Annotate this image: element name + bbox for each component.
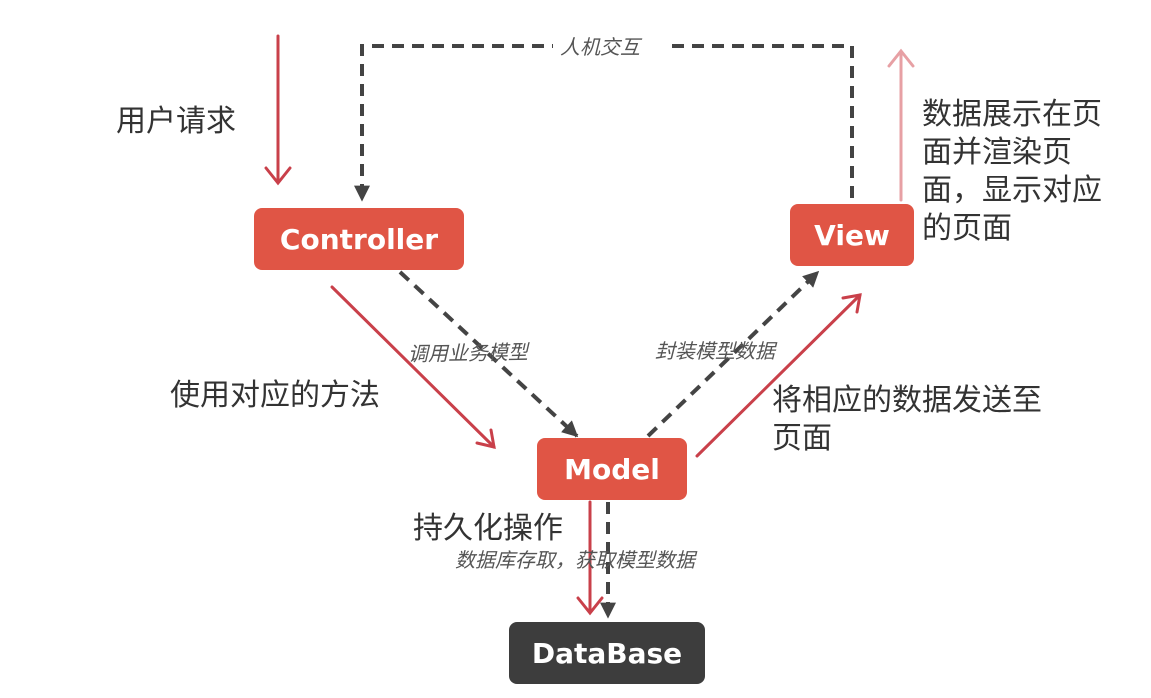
wrap-data-label: 封装模型数据 [655, 339, 778, 363]
interaction-label-bg [553, 30, 665, 60]
db-access-label: 数据库存取，获取模型数据 [455, 548, 698, 572]
call-model-arrow [398, 270, 579, 438]
interaction-label: 人机交互 [560, 35, 643, 59]
use-method-annotation: 使用对应的方法 [170, 378, 380, 413]
view-node: View [790, 204, 914, 266]
view-label: View [814, 219, 890, 252]
controller-node: Controller [254, 208, 464, 270]
persist-arrow [576, 500, 604, 616]
user-request-arrow [264, 34, 292, 186]
call-model-label: 调用业务模型 [408, 340, 531, 366]
display-line-2: 面并渲染页 [922, 135, 1072, 170]
display-annotation: 数据展示在页 面并渲染页 面，显示对应 的页面 [922, 96, 1102, 248]
send-data-line-1: 将相应的数据发送至 [772, 383, 1042, 418]
model-node: Model [537, 438, 687, 500]
send-data-line-2: 页面 [772, 421, 832, 456]
send-data-arrow [695, 293, 862, 458]
display-arrow [887, 48, 915, 202]
send-data-annotation: 将相应的数据发送至 页面 [772, 382, 1042, 458]
interaction-loop-arrow [354, 44, 854, 202]
user-request-annotation: 用户请求 [116, 104, 236, 139]
use-method-arrow [330, 285, 496, 449]
database-label: DataBase [532, 637, 682, 670]
display-line-1: 数据展示在页 [922, 97, 1102, 132]
controller-label: Controller [280, 223, 438, 256]
persist-annotation: 持久化操作 [413, 511, 563, 546]
display-line-3: 面，显示对应 [922, 173, 1102, 208]
database-node: DataBase [509, 622, 705, 684]
display-line-4: 的页面 [922, 211, 1012, 246]
model-label: Model [564, 453, 660, 486]
